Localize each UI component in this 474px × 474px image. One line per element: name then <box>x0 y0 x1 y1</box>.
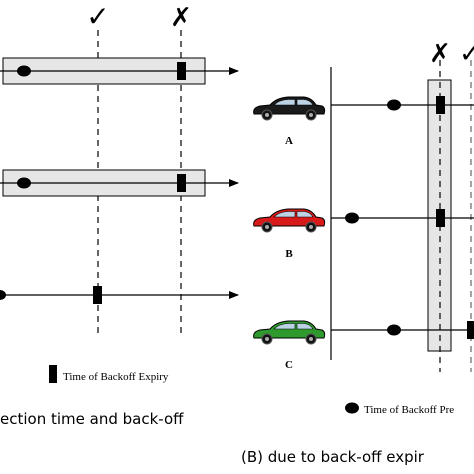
right-timeline-row-a <box>331 96 474 114</box>
left-caption: ection time and back-off <box>0 410 184 428</box>
car-b-icon <box>253 208 326 233</box>
left-check-mark-icon: ✓ <box>86 0 109 33</box>
left-event-dot-2 <box>17 177 31 189</box>
right-event-dot-a <box>387 99 401 111</box>
right-event-dot-b <box>345 212 359 224</box>
right-check-mark-icon: ✓ <box>459 39 474 69</box>
right-timeline-row-c <box>331 321 474 339</box>
right-cross-mark-icon: ✗ <box>429 39 451 69</box>
left-timeline-row-3 <box>0 286 239 304</box>
car-c-icon <box>253 320 326 345</box>
right-backoff-expiry-marker-c <box>467 321 474 339</box>
right-backoff-expiry-marker-b <box>436 209 445 227</box>
left-timeline-row-2 <box>0 169 239 197</box>
car-a-icon <box>253 96 326 121</box>
left-event-dot-3 <box>0 290 6 300</box>
left-legend-label: Time of Backoff Expiry <box>63 371 169 383</box>
left-event-dot-1 <box>17 65 31 77</box>
right-legend-marker <box>345 402 359 414</box>
right-backoff-expiry-marker-a <box>436 96 445 114</box>
right-legend-label: Time of Backoff Pre <box>364 404 454 416</box>
right-timeline-row-b <box>331 209 474 227</box>
right-caption: (B) due to back-off expir <box>241 448 425 466</box>
left-cross-mark-icon: ✗ <box>170 3 192 33</box>
left-legend-marker <box>49 365 57 383</box>
right-event-dot-c <box>387 324 401 336</box>
car-c-label: C <box>285 359 293 371</box>
left-backoff-expiry-marker-2 <box>177 174 186 192</box>
right-panel: ✗ ✓ A <box>241 39 474 466</box>
left-panel: ✓ ✗ Time of Backoff Expiry ection time a… <box>0 0 239 428</box>
left-timeline-row-1 <box>0 57 239 85</box>
left-backoff-expiry-marker-3 <box>93 286 102 304</box>
car-a-label: A <box>285 135 293 147</box>
left-backoff-expiry-marker-1 <box>177 62 186 80</box>
car-b-label: B <box>285 248 293 260</box>
